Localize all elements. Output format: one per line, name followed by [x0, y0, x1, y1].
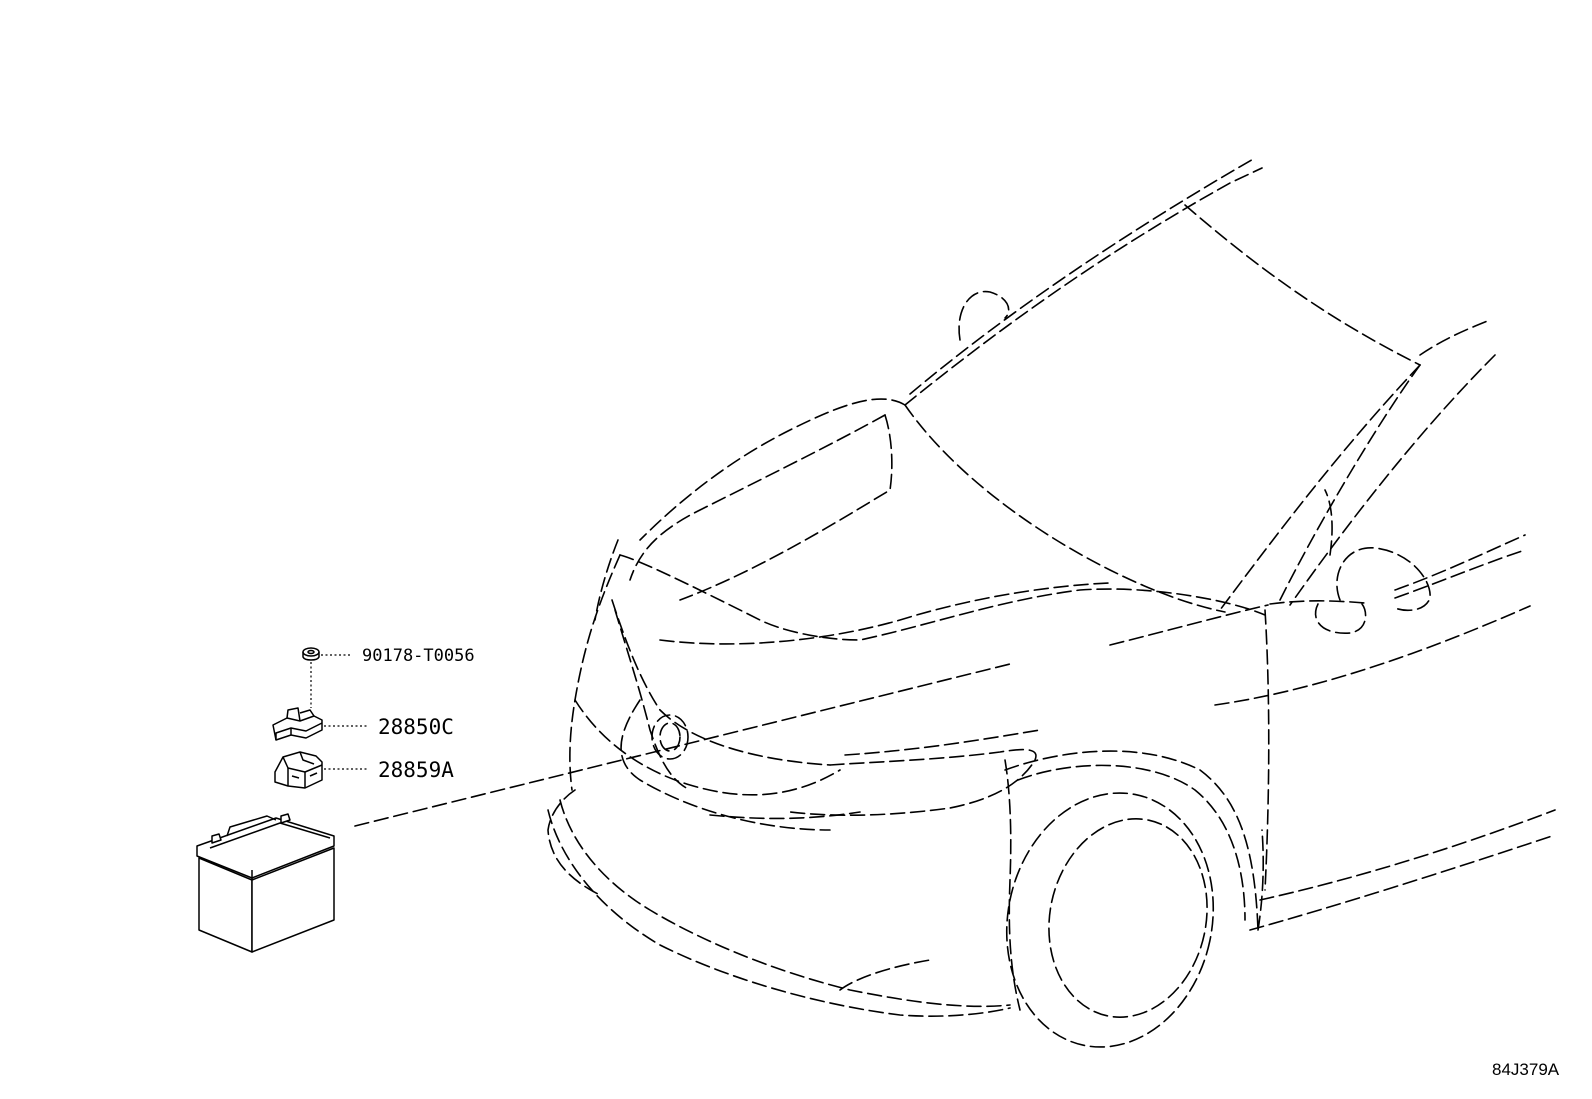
nut-part-number: 90178-T0056: [362, 646, 475, 666]
battery-location-leader: [354, 663, 1011, 827]
terminal-cover-icon: [274, 751, 323, 789]
illustration-code: 84J379A: [1492, 1060, 1560, 1079]
terminal-clamp-icon: [272, 707, 323, 741]
terminal-clamp-part-number: 28850C: [378, 715, 454, 739]
car-outline: [547, 157, 1556, 1048]
nut-icon: [302, 647, 320, 661]
battery-icon: [196, 813, 335, 953]
terminal-cover-part-number: 28859A: [378, 758, 454, 782]
